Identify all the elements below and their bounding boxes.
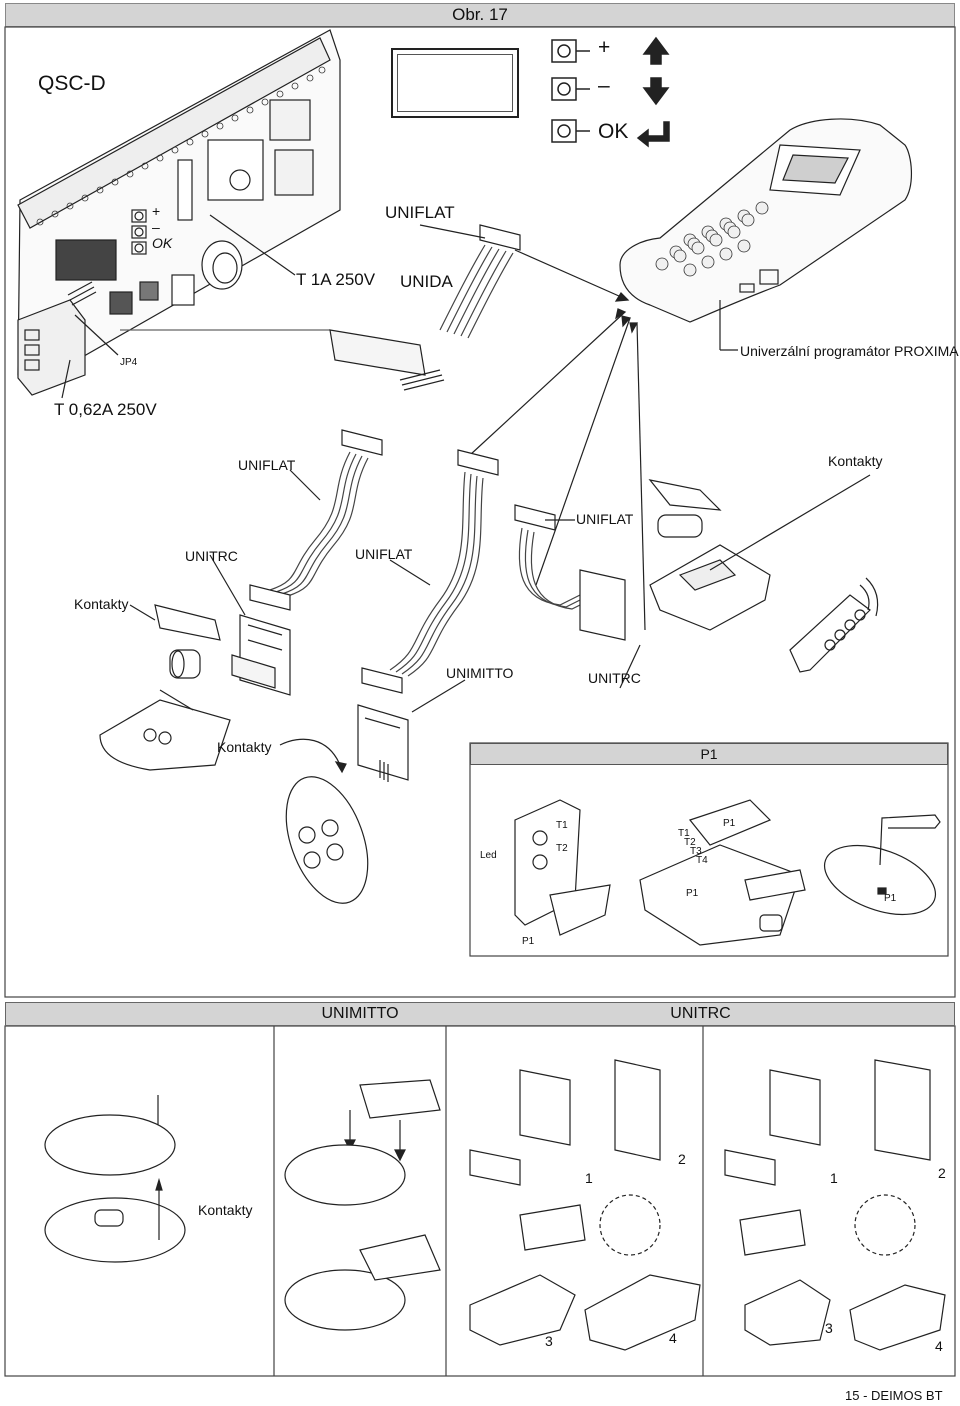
unimitto-module bbox=[357, 704, 409, 782]
p1-label-b: P1 bbox=[723, 818, 736, 829]
board-title: QSC-D bbox=[38, 72, 106, 95]
board-key-ok: OK bbox=[152, 235, 173, 251]
key-plus-box bbox=[551, 39, 577, 63]
label-uniflat-mid: UNIFLAT bbox=[355, 546, 413, 562]
leader-unimitto bbox=[411, 679, 466, 713]
top-frame bbox=[4, 26, 956, 998]
bottom-unimitto-title: UNIMITTO bbox=[321, 1005, 399, 1022]
key-ok-box bbox=[551, 119, 577, 143]
p1-t2b-label: T2 bbox=[684, 837, 696, 848]
board-key-plus: + bbox=[152, 203, 161, 219]
label-unitrc-left: UNITRC bbox=[185, 548, 238, 564]
p1-title: P1 bbox=[470, 743, 948, 765]
label-uniflat-left: UNIFLAT bbox=[238, 457, 296, 473]
transmitter-right bbox=[789, 577, 879, 673]
leader-uniflat-top bbox=[419, 224, 486, 239]
key-minus-label: – bbox=[598, 74, 610, 97]
label-unida: UNIDA bbox=[400, 272, 453, 291]
p1-remote-b bbox=[639, 799, 806, 946]
leader-fuse-aux bbox=[61, 359, 71, 399]
leader-uniflat-left bbox=[289, 469, 321, 501]
display-screen bbox=[397, 54, 513, 112]
step-3a: 3 bbox=[545, 1333, 553, 1349]
remote-right bbox=[648, 479, 771, 631]
label-fuse-aux: T 0,62A 250V bbox=[54, 400, 157, 419]
figure-title: Obr. 17 bbox=[452, 5, 508, 24]
label-kontakty-left: Kontakty bbox=[74, 596, 129, 612]
step-3b: 3 bbox=[825, 1320, 833, 1336]
enter-icon bbox=[636, 121, 670, 148]
step-1b: 1 bbox=[830, 1170, 838, 1186]
oval-remote bbox=[279, 738, 369, 904]
unitrc-board-left bbox=[231, 614, 291, 696]
arrow-down-icon bbox=[642, 77, 670, 106]
bottom-unitrc-title: UNITRC bbox=[670, 1005, 731, 1022]
p1-t4b-label: T4 bbox=[696, 855, 708, 866]
remote-left bbox=[99, 604, 231, 771]
label-jp4: JP4 bbox=[120, 357, 138, 368]
label-fuse-main: T 1A 250V bbox=[296, 270, 376, 289]
arrow-up-icon bbox=[642, 36, 670, 65]
uniflat-cable-left bbox=[249, 429, 383, 611]
label-uniflat-top: UNIFLAT bbox=[385, 203, 455, 222]
label-unimitto: UNIMITTO bbox=[446, 665, 514, 681]
bottom-unitrc-2 bbox=[724, 1059, 946, 1351]
control-board bbox=[17, 29, 341, 396]
leader-kontakty-left bbox=[129, 604, 156, 621]
board-key-minus: – bbox=[152, 219, 160, 235]
key-minus-box bbox=[551, 77, 577, 101]
label-uniflat-mid-right: UNIFLAT bbox=[576, 511, 634, 527]
bottom-unitrc-1 bbox=[469, 1059, 701, 1351]
p1-label-a: P1 bbox=[522, 936, 535, 947]
step-4b: 4 bbox=[935, 1338, 943, 1354]
bottom-oval-remotes bbox=[44, 1095, 186, 1263]
bottom-bar bbox=[5, 1002, 955, 1026]
label-kontakty-bottom: Kontakty bbox=[217, 739, 272, 755]
leader-unitrc-left bbox=[209, 554, 246, 616]
p1-remote-a bbox=[514, 799, 611, 936]
bottom-unimitto bbox=[284, 1079, 441, 1331]
arrows-to-programmer bbox=[469, 249, 646, 631]
uniflat-cable-top bbox=[329, 224, 521, 391]
leader-kontakty-right bbox=[709, 474, 871, 571]
uniflat-cable-mid bbox=[361, 449, 499, 694]
proxima-programmer bbox=[619, 118, 912, 323]
p1-t2-label: T2 bbox=[556, 843, 568, 854]
leader-uniflat-mid bbox=[389, 559, 431, 586]
label-kontakty-right: Kontakty bbox=[828, 453, 883, 469]
step-2b: 2 bbox=[938, 1165, 946, 1181]
bottom-kontakty-label: Kontakty bbox=[198, 1202, 253, 1218]
p1-t1-label: T1 bbox=[556, 820, 568, 831]
p1-led-label: Led bbox=[480, 850, 497, 861]
p1-label-d: P1 bbox=[884, 893, 897, 904]
display-frame bbox=[391, 48, 519, 118]
label-proxima: Univerzální programátor PROXIMA bbox=[740, 343, 959, 359]
uniflat-cable-right bbox=[514, 504, 626, 641]
leader-fuse bbox=[209, 214, 296, 276]
step-1a: 1 bbox=[585, 1170, 593, 1186]
key-ok-label: OK bbox=[598, 120, 629, 143]
p1-label-c: P1 bbox=[686, 888, 699, 899]
step-4a: 4 bbox=[669, 1330, 677, 1346]
bottom-frame bbox=[4, 1025, 956, 1377]
p1-t3b-label: T3 bbox=[690, 846, 702, 857]
label-unitrc-right: UNITRC bbox=[588, 670, 641, 686]
page-footer: 15 - DEIMOS BT bbox=[845, 1388, 943, 1403]
p1-t1b-label: T1 bbox=[678, 828, 690, 839]
leader-unitrc-right bbox=[619, 644, 641, 689]
step-2a: 2 bbox=[678, 1151, 686, 1167]
leader-jp4 bbox=[74, 314, 119, 356]
p1-remote-c bbox=[823, 814, 941, 916]
key-plus-label: + bbox=[598, 36, 611, 59]
